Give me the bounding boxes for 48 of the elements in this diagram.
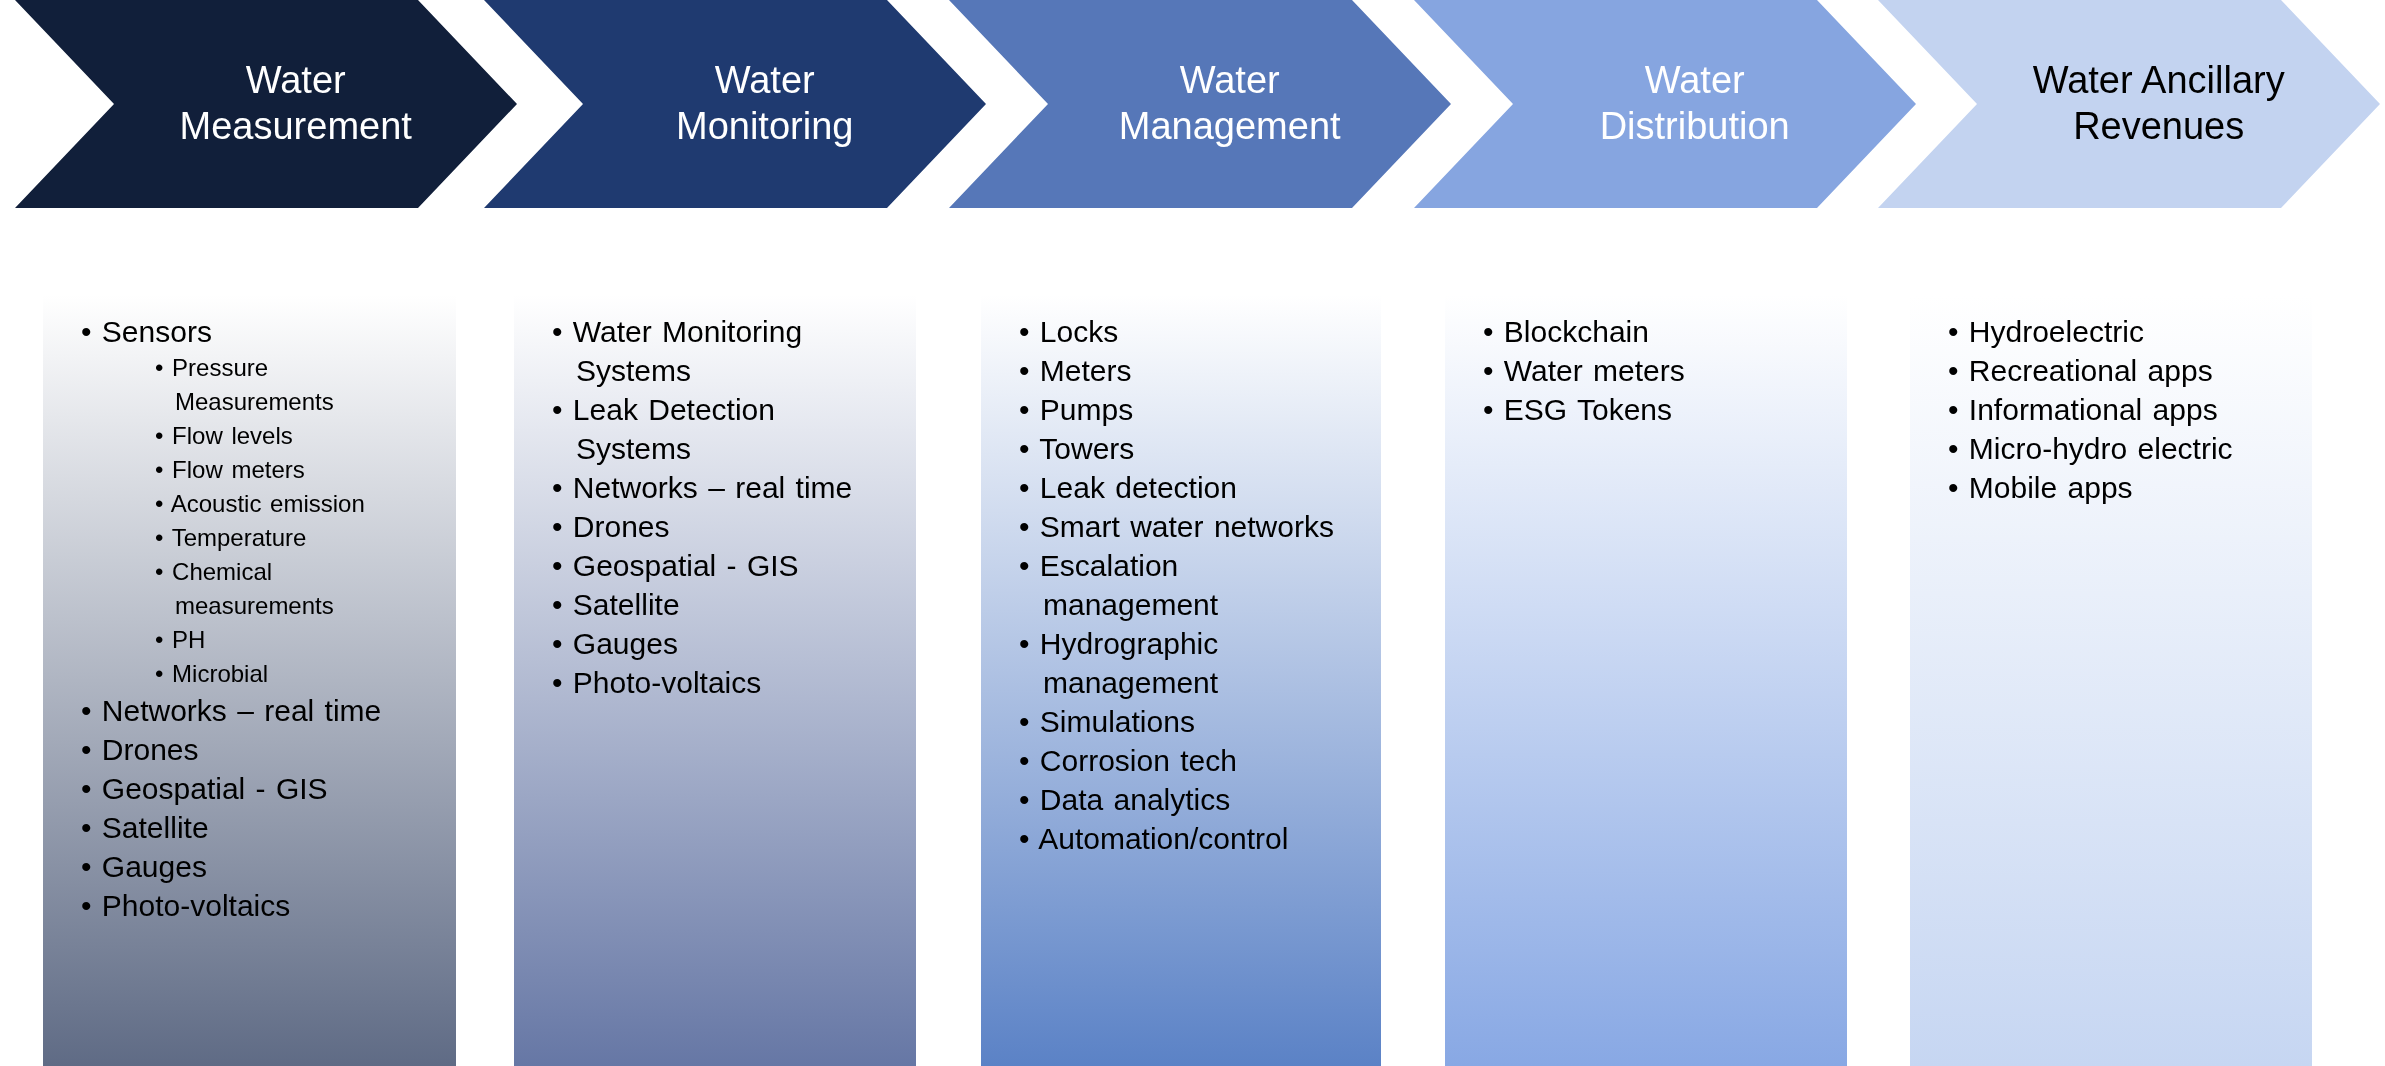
list-item: • Micro-hydro electric (1948, 431, 2234, 467)
list-item: • Geospatial - GIS (81, 771, 329, 807)
list-item: • Satellite (81, 810, 210, 846)
list-item: • Flow meters (155, 455, 306, 485)
chevron-step: Water Measurement (15, 0, 517, 208)
list-item: • Hydrographic management (1019, 626, 1220, 701)
list-item: • Corrosion tech (1019, 743, 1238, 779)
list-item: • Drones (81, 732, 200, 768)
list-item: • Meters (1019, 353, 1133, 389)
list-item: • Towers (1019, 431, 1136, 467)
list-item: • PH (155, 625, 207, 655)
list-item: • Pressure Measurements (155, 353, 335, 417)
list-item: • Acoustic emission (155, 489, 366, 519)
list-item: • Drones (552, 509, 671, 545)
list-item: • Mobile apps (1948, 470, 2134, 506)
list-item: • Flow levels (155, 421, 294, 451)
list-item: • Hydroelectric (1948, 314, 2145, 350)
list-item: • Simulations (1019, 704, 1196, 740)
list-item: • Satellite (552, 587, 681, 623)
list-item: • Gauges (552, 626, 679, 662)
list-item: • ESG Tokens (1483, 392, 1674, 428)
chevron-step: Water Management (949, 0, 1451, 208)
list-item: • Leak detection (1019, 470, 1238, 506)
list-item: • Networks – real time (81, 693, 383, 729)
list-item: • Networks – real time (552, 470, 854, 506)
list-item: • Chemical measurements (155, 557, 335, 621)
list-item: • Geospatial - GIS (552, 548, 800, 584)
list-item: • Data analytics (1019, 782, 1232, 818)
list-item: • Automation/control (1019, 821, 1290, 857)
list-item: • Recreational apps (1948, 353, 2214, 389)
list-item: • Leak Detection Systems (552, 392, 776, 467)
list-item: • Sensors (81, 314, 213, 350)
chevron-step: Water Distribution (1414, 0, 1916, 208)
list-item: • Escalation management (1019, 548, 1220, 623)
list-item: • Microbial (155, 659, 270, 689)
list-item: • Temperature (155, 523, 308, 553)
list-item: • Smart water networks (1019, 509, 1335, 545)
list-item: • Pumps (1019, 392, 1135, 428)
chevron-step: Water Ancillary Revenues (1878, 0, 2380, 208)
list-item: • Photo-voltaics (81, 888, 292, 924)
list-item: • Photo-voltaics (552, 665, 763, 701)
list-item: • Locks (1019, 314, 1120, 350)
list-item: • Informational apps (1948, 392, 2219, 428)
chevron-step: Water Monitoring (484, 0, 986, 208)
list-item: • Gauges (81, 849, 208, 885)
list-item: • Blockchain (1483, 314, 1650, 350)
list-item: • Water meters (1483, 353, 1686, 389)
list-item: • Water Monitoring Systems (552, 314, 804, 389)
